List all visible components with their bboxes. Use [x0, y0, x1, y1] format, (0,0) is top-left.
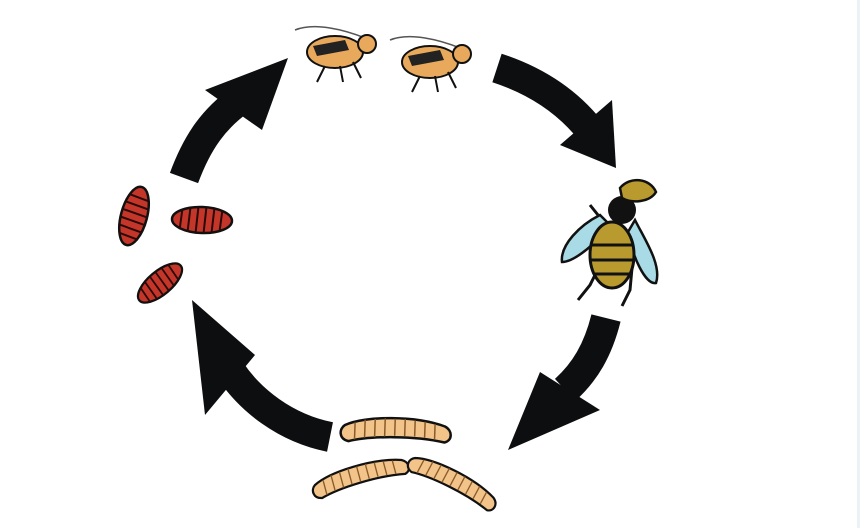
- right-edge-divider: [857, 0, 860, 528]
- wasp-icon: [560, 179, 659, 307]
- pupae-icon: [112, 182, 234, 311]
- cycle-arrow-larvae-to-pupae: [192, 300, 334, 452]
- cycle-arrow-pupae-to-adult: [169, 58, 288, 184]
- cycle-arrow-wasp-to-larvae: [508, 314, 621, 450]
- cycle-arrow-adult-to-wasp: [492, 53, 616, 168]
- adult-flies-icon: [294, 25, 472, 93]
- larvae-icon: [308, 415, 503, 516]
